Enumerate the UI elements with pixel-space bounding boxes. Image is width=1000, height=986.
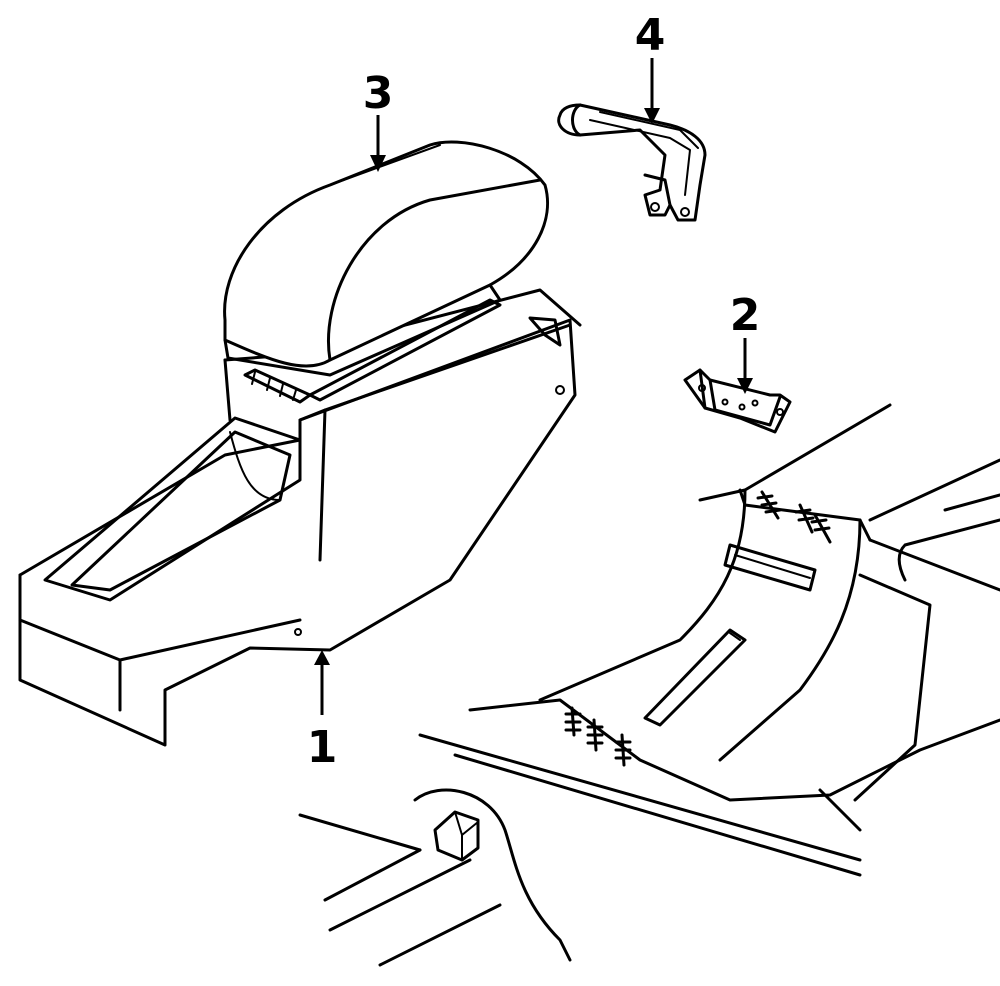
callout-2-label: 2 [730, 290, 761, 341]
hinge [243, 368, 312, 404]
callout-2: 2 [730, 290, 761, 394]
latch-bracket [557, 103, 707, 222]
callout-2-arrowhead [737, 378, 753, 394]
callout-4: 4 [635, 10, 666, 124]
callout-4-label: 4 [635, 10, 666, 61]
callout-1-arrowhead [314, 650, 330, 665]
floor-tunnel [418, 403, 1000, 877]
callout-3: 3 [363, 68, 394, 172]
callout-4-arrowhead [644, 108, 660, 124]
armrest-lid [223, 140, 550, 377]
console-body [18, 288, 582, 747]
callout-3-arrowhead [370, 155, 386, 172]
seat-floor-area [298, 788, 572, 967]
stud-group-bottom [564, 706, 632, 767]
callout-1: 1 [307, 650, 338, 773]
stud-group-top [756, 490, 832, 544]
mount-bracket [683, 368, 792, 434]
callout-3-label: 3 [363, 68, 394, 119]
callout-1-label: 1 [307, 722, 338, 773]
